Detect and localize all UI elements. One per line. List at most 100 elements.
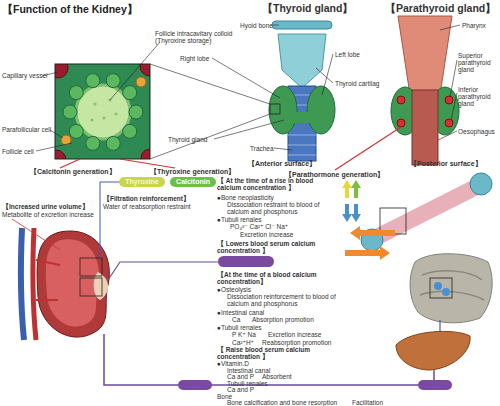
heading-label: 【Filtration reinforcement】 — [103, 195, 190, 202]
organ-text: Intestinal canal — [227, 367, 270, 374]
part-label: Inferior parathyroid gland — [458, 86, 500, 107]
effect-text: Facilitation — [352, 399, 383, 406]
absorption-site — [434, 282, 442, 290]
absorption-site — [442, 288, 450, 296]
leader-line — [110, 42, 160, 100]
heading-label: 【Calcitonin generation】 — [30, 168, 116, 176]
parathyroid-gland — [445, 96, 453, 104]
leader-line — [36, 143, 72, 151]
pharynx — [398, 16, 452, 95]
effect-text: Excretion increase — [240, 231, 293, 238]
thyroid-lobe — [269, 86, 297, 134]
capillary — [141, 149, 150, 159]
section-title: 【Thyroid gland】 — [262, 3, 353, 14]
down-arrow — [351, 204, 361, 222]
purple-line — [108, 262, 218, 280]
heading-label: 【Thyroxine generation】 — [150, 168, 235, 176]
bullet-item: ●Osteolysis — [217, 286, 251, 293]
thyroid-anterior — [212, 21, 335, 161]
ion-list: P K⁺ Na — [232, 331, 256, 338]
colloid-dot — [90, 118, 93, 121]
colloid-dot — [102, 116, 105, 119]
bullet-item: ●Tubuli renales — [217, 324, 262, 331]
ion-list: Ca and P — [227, 386, 254, 393]
part-label: Capillary vessel — [2, 72, 54, 79]
part-label: Superior parathyroid gland — [458, 52, 500, 73]
oesophagus — [412, 90, 438, 165]
ion-list: Ca²⁺H⁺ — [232, 339, 254, 346]
part-label: Oesophagus — [458, 128, 495, 135]
leader-line — [274, 148, 292, 150]
part-label: Thyroid cartilag — [335, 80, 379, 87]
follicle-inset — [55, 64, 150, 159]
pointer-line — [12, 219, 60, 250]
zoom-line — [150, 64, 270, 104]
leader-line — [440, 25, 460, 30]
heading-label: 【 Lowers blood serum calcium concentrati… — [217, 240, 327, 254]
follicle-cell — [106, 74, 120, 88]
bullet-item: ●Tubuli renales — [217, 216, 262, 223]
effect-text: Absorption promotion — [252, 316, 314, 323]
follicle-cell — [69, 86, 83, 100]
parathyroid-posterior — [335, 16, 460, 170]
up-arrow — [351, 180, 361, 198]
follicle-cell — [123, 86, 137, 100]
follicle-cell — [63, 105, 77, 119]
zoom-line — [150, 114, 270, 159]
heading-label: 【Increased urine volume】 — [2, 203, 89, 210]
hormone-pill: Calcitonin — [170, 177, 216, 187]
effect-text: Bone calcification and bone resorption — [227, 399, 337, 406]
leader-line — [50, 130, 63, 138]
red-pointer — [120, 159, 175, 168]
kidney-cortex — [46, 239, 99, 326]
bone-end — [470, 173, 492, 195]
view-label: 【Posterior surface】 — [410, 160, 482, 168]
colloid-dot — [114, 112, 117, 115]
colloid — [76, 85, 130, 139]
right-arrow — [345, 246, 390, 260]
zoom-square — [80, 258, 102, 276]
part-label: Parafollicular cell — [2, 126, 51, 133]
trachea-ring — [288, 135, 316, 136]
leader-line — [273, 25, 279, 26]
effect-text: Metabolite of excretion increase — [2, 211, 94, 218]
inset-background — [55, 64, 150, 159]
parathormone-pill — [178, 380, 212, 390]
effect-text: Absorbent — [262, 373, 292, 380]
thyroid-isthmus — [285, 112, 319, 123]
intestine-fold — [420, 271, 484, 300]
effect-text: Water of reabsorption restraint — [103, 203, 191, 210]
down-arrow — [342, 204, 352, 222]
part-label: Trachea — [250, 145, 274, 152]
thyroid-cartilage — [278, 34, 326, 88]
thyroid-lobe — [307, 86, 335, 134]
capillary — [55, 150, 66, 159]
follicle-cell — [86, 136, 100, 150]
zoom-square — [270, 104, 280, 114]
organ-text: Bone — [217, 393, 232, 400]
leader-line — [450, 60, 457, 97]
up-arrow — [342, 180, 352, 198]
leader-line — [316, 68, 333, 83]
artery — [33, 228, 36, 340]
part-label: Pharynx — [462, 22, 486, 29]
hormone-name: Calcitonin — [176, 178, 210, 186]
heading-label: 【 Raise blood serum calcium concentratio… — [217, 346, 327, 360]
purple-line — [104, 334, 434, 385]
diagram-title: 【Function of the Kidney】 — [2, 3, 138, 16]
leader-line — [438, 131, 457, 140]
capillary — [140, 64, 150, 76]
effect-text: Reabsorption promotion — [262, 339, 331, 346]
red-pointer — [60, 159, 80, 168]
kidney-shape — [37, 231, 109, 337]
thyroxine-line — [100, 182, 120, 258]
heading-label: 【At the time of a blood calcium concentr… — [217, 271, 337, 285]
leader-line — [451, 93, 457, 120]
parathyroid-gland — [445, 119, 453, 127]
view-label: 【Anterior surface】 — [248, 160, 316, 168]
bone-and-arrows — [342, 173, 492, 260]
hyoid-bone — [272, 21, 332, 29]
effect-text: Dissociation reinforcement to blood of c… — [227, 293, 352, 307]
